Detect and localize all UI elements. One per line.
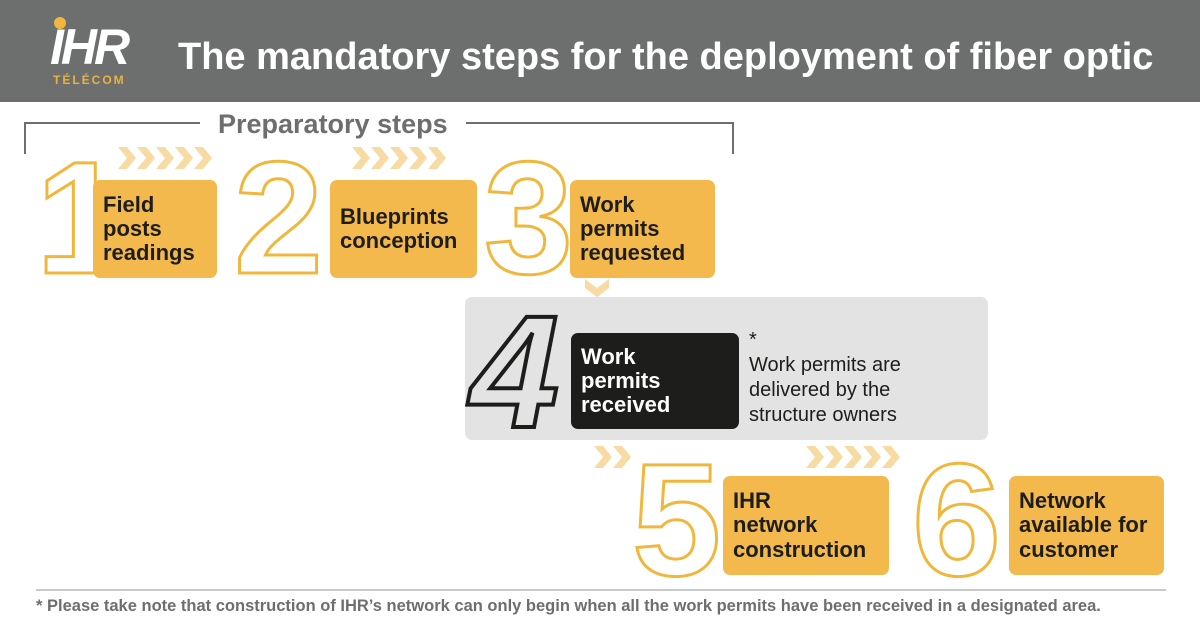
step-4-box: Work permits received (571, 333, 739, 429)
step-5-number: 5 (631, 430, 723, 609)
step-6-box: Network available for customer (1009, 476, 1164, 575)
chevron-arrows-icon (594, 446, 631, 468)
logo-dot-icon (54, 17, 66, 29)
step-4-label: Work permits received (581, 343, 671, 418)
step-3-number: 3 (483, 128, 575, 307)
ihr-telecom-logo: IHR TÉLÉCOM (40, 14, 160, 92)
step-2-label: Blueprints conception (340, 203, 458, 253)
step-2-box: Blueprints conception (330, 180, 477, 278)
footer-divider (36, 589, 1166, 591)
header-bar: IHR TÉLÉCOM The mandatory steps for the … (0, 0, 1200, 102)
step-4-number: 4 (468, 282, 561, 461)
footer-disclaimer: * Please take note that construction of … (36, 597, 1101, 615)
chevron-arrows-icon (352, 147, 446, 169)
step-1-label: Field posts readings (103, 191, 195, 266)
chevron-arrows-icon (806, 446, 900, 468)
step-6-number: 6 (911, 430, 1003, 609)
page-title: The mandatory steps for the deployment o… (178, 36, 1154, 78)
step-1-box: Field posts readings (93, 180, 217, 278)
step-6-label: Network available for customer (1019, 488, 1148, 562)
step-3-box: Work permits requested (570, 180, 715, 278)
chevron-arrows-icon (118, 147, 212, 169)
preparatory-steps-label: Preparatory steps (200, 109, 466, 140)
step-2-number: 2 (233, 128, 325, 307)
step-5-box: IHR network construction (723, 476, 889, 575)
logo-subtext: TÉLÉCOM (53, 73, 126, 87)
step-3-label: Work permits requested (580, 191, 686, 266)
logo-text: IHR (50, 19, 130, 75)
step-5-label: IHR network construction (733, 488, 867, 562)
permits-note: * Work permits are delivered by the stru… (749, 329, 901, 426)
